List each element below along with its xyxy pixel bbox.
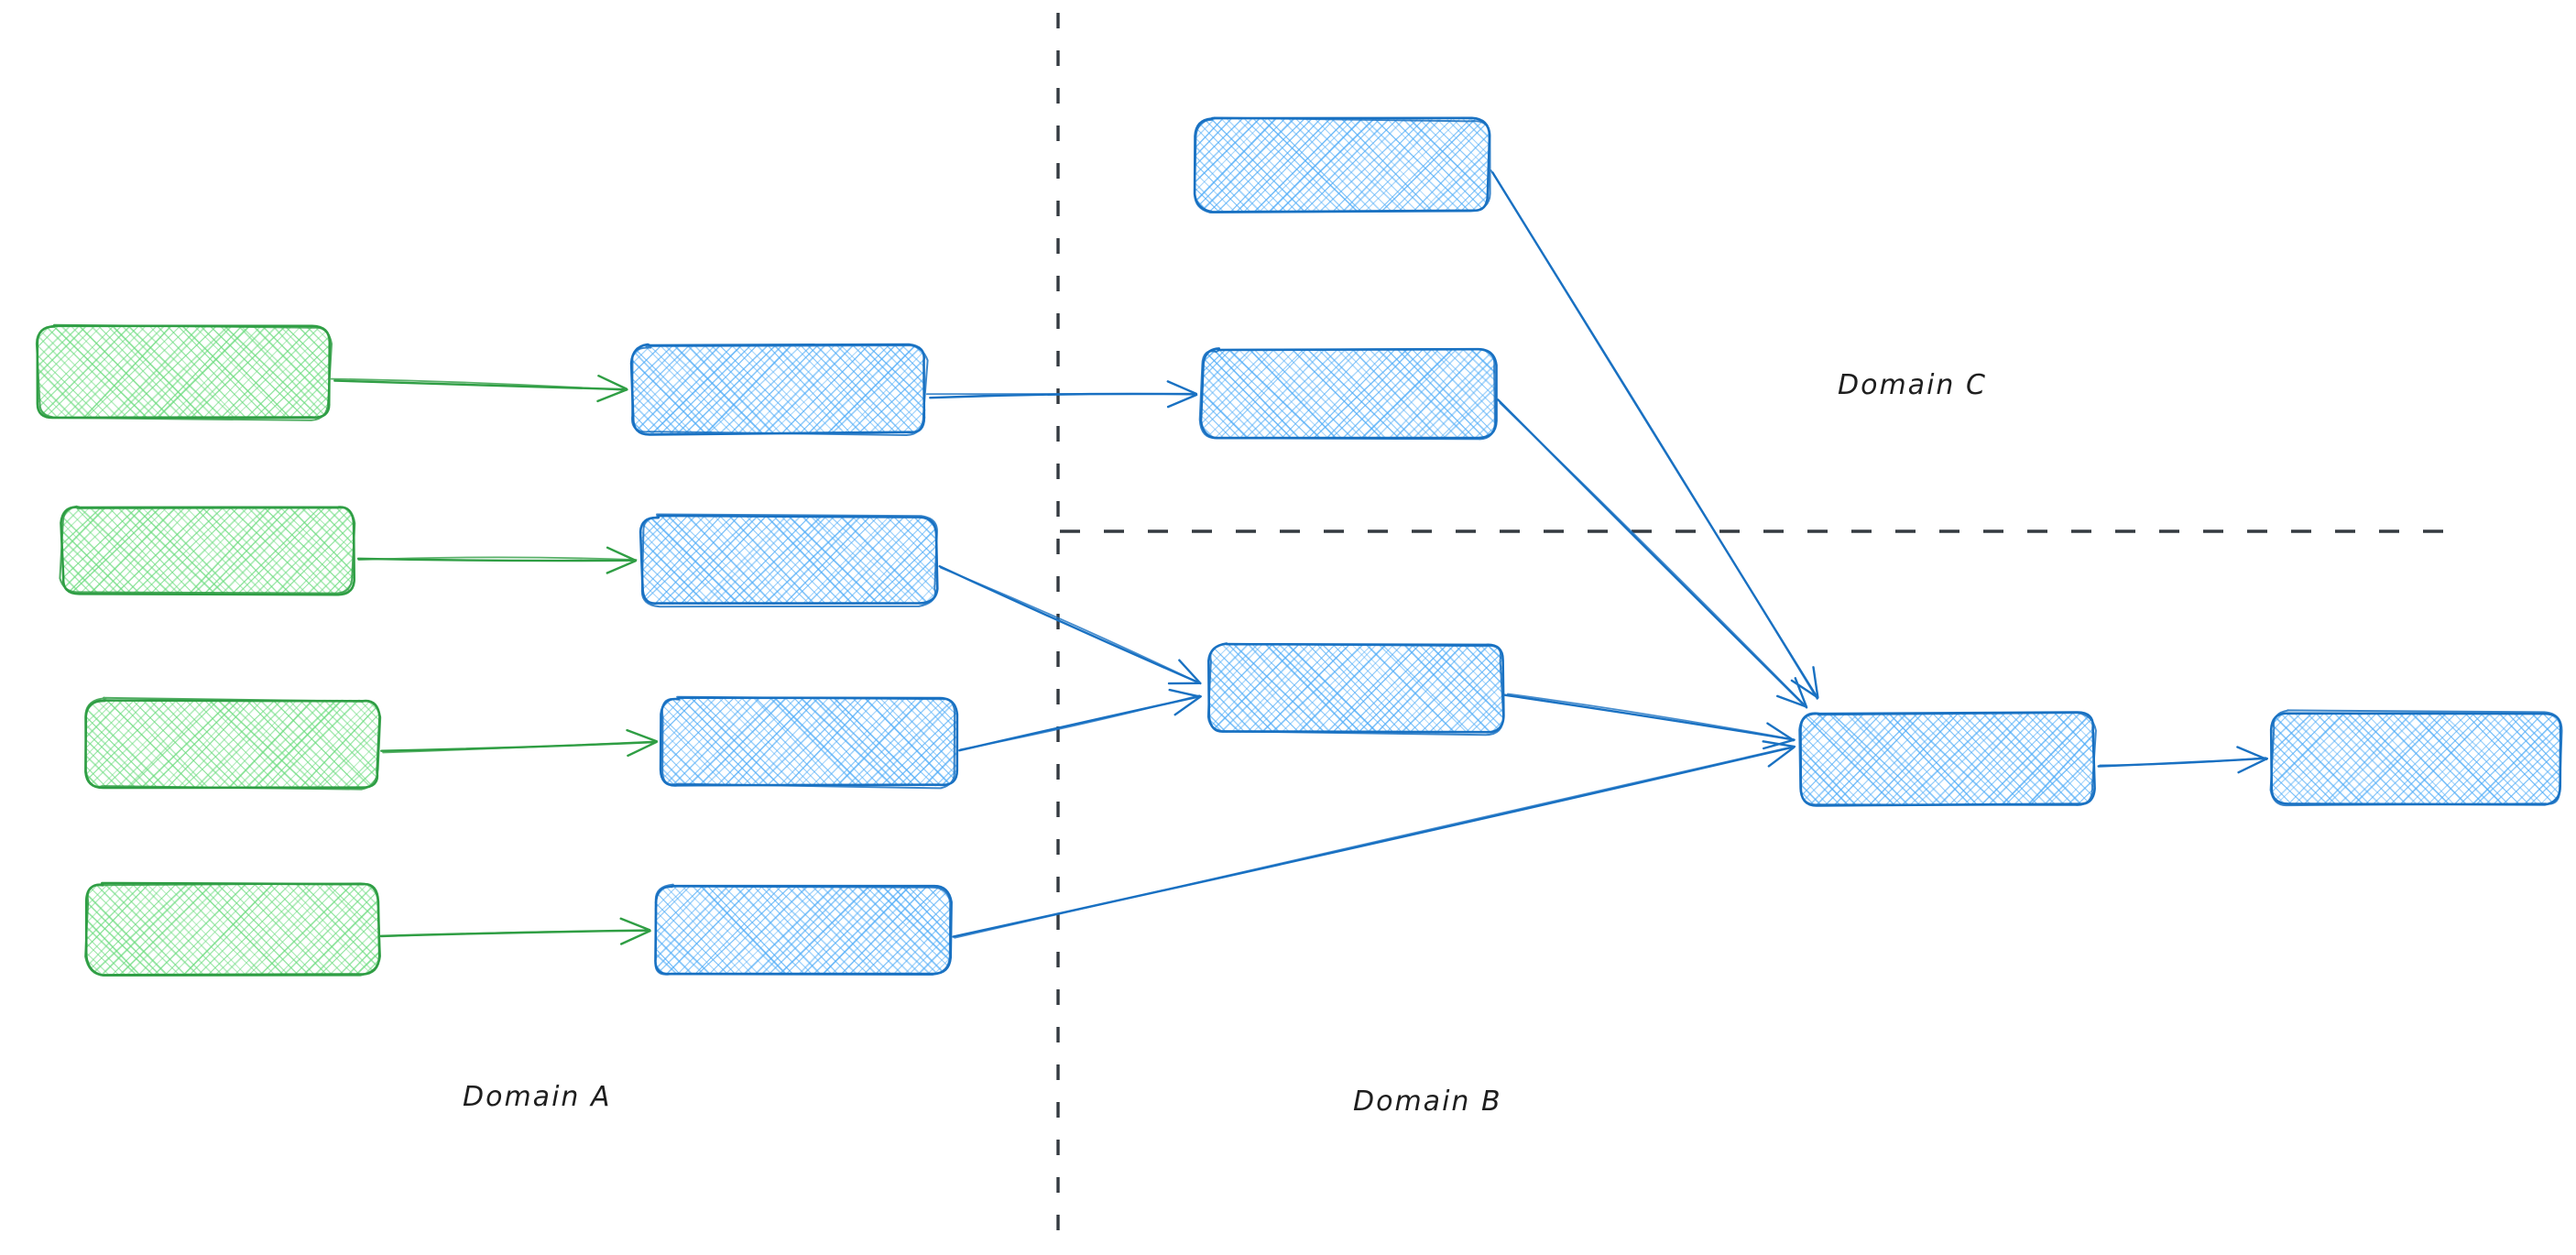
node-a3[interactable]: [0, 695, 553, 792]
node-c2-hatch-fill: [1202, 349, 1496, 439]
edge-c3-to-d1-shaft: [1503, 693, 1795, 741]
edge-c3-to-d1: [1503, 693, 1796, 750]
edge-c3-to-d1-head-a: [1763, 738, 1796, 750]
edge-a4-to-b4-head-a: [620, 930, 651, 945]
edge-c3-to-d1-shaft-2: [1507, 693, 1796, 741]
node-b4-outline-2: [654, 883, 952, 976]
node-b3-hatch-fill: [660, 697, 956, 787]
node-b4-hatch-fill: [654, 887, 951, 975]
node-b4[interactable]: [567, 882, 1132, 979]
node-c1[interactable]: [1102, 115, 1671, 215]
domain-a-label: Domain A: [463, 1081, 612, 1113]
edge-b1-to-c2-head-a: [1166, 393, 1198, 409]
edge-d1-to-e1-head-b: [2236, 746, 2268, 760]
node-e1-hatch-fill: [2271, 712, 2561, 805]
node-c1-outline-2: [1194, 116, 1491, 213]
edge-b1-to-c2: [925, 380, 1198, 409]
domain-c-label: Domain C: [1838, 369, 1987, 401]
domain-b-label: Domain B: [1353, 1086, 1502, 1118]
node-a2-outline-2: [59, 505, 356, 595]
edge-b2-to-c3: [938, 565, 1202, 685]
node-b2-outline: [639, 514, 939, 605]
edge-c2-to-d1-head-a: [1776, 694, 1807, 708]
edge-b3-to-c3-head-b: [1168, 688, 1202, 698]
edge-b1-to-c2-head-b: [1166, 380, 1197, 395]
node-c2[interactable]: [1113, 345, 1670, 442]
node-b3[interactable]: [574, 693, 1139, 791]
edge-d1-to-e1: [2097, 746, 2268, 774]
edge-b2-to-c3-head-b: [1178, 659, 1201, 684]
edge-c1-to-d1-head-b: [1812, 666, 1819, 699]
edge-a2-to-b2-shaft-2: [357, 556, 638, 562]
edge-b2-to-c3-shaft-2: [940, 566, 1202, 685]
node-a2[interactable]: [0, 502, 529, 599]
edge-a4-to-b4: [379, 917, 651, 945]
edge-a1-to-b1-head-b: [597, 375, 628, 390]
node-b1-outline-2: [630, 344, 929, 436]
node-c3-outline-2: [1206, 642, 1505, 737]
edge-a2-to-b2-head-b: [606, 546, 637, 562]
node-c1-hatch-fill: [1195, 118, 1490, 212]
node-b1[interactable]: [542, 341, 1099, 438]
node-a1-hatch-fill: [38, 326, 331, 420]
edge-a4-to-b4-shaft-2: [380, 930, 651, 938]
edge-a3-to-b3-head-b: [626, 728, 658, 743]
node-a4-outline-2: [84, 882, 381, 977]
node-e1-outline-2: [2269, 709, 2563, 807]
edge-a1-to-b1: [330, 375, 628, 403]
edge-a3-to-b3: [380, 728, 658, 758]
edge-a4-to-b4-head-b: [619, 917, 651, 932]
edge-c1-to-d1-head-a: [1790, 679, 1819, 699]
edge-b4-to-d1-shaft-2: [954, 746, 1794, 939]
node-d1-outline-2: [1798, 712, 2097, 806]
edge-b3-to-c3: [958, 688, 1202, 752]
edge-b4-to-d1: [952, 740, 1796, 939]
edge-a3-to-b3-head-a: [627, 740, 658, 758]
edge-c1-to-d1-shaft-2: [1490, 169, 1818, 700]
edge-a3-to-b3-shaft-2: [382, 740, 658, 754]
node-a1-outline-2: [35, 323, 333, 421]
node-b2-outline-2: [640, 513, 938, 608]
node-b3-outline-2: [660, 695, 956, 790]
node-a2-hatch-fill: [61, 507, 354, 595]
edge-a1-to-b1-head-a: [596, 388, 628, 403]
edge-a2-to-b2-head-a: [606, 560, 637, 574]
edge-c2-to-d1: [1497, 398, 1808, 709]
node-c3[interactable]: [1120, 640, 1675, 737]
node-e1[interactable]: [2178, 708, 2576, 809]
edge-a1-to-b1-shaft-2: [330, 377, 628, 391]
node-a4-hatch-fill: [86, 884, 379, 974]
edge-d1-to-e1-head-a: [2237, 757, 2268, 774]
node-c2-outline-2: [1198, 348, 1496, 441]
node-a1[interactable]: [0, 322, 516, 423]
edge-b3-to-c3-head-a: [1173, 695, 1202, 716]
node-d1[interactable]: [1708, 708, 2277, 809]
edge-c2-to-d1-shaft-2: [1499, 402, 1807, 707]
edge-d1-to-e1-shaft-2: [2099, 757, 2266, 767]
edge-c2-to-d1-head-b: [1794, 677, 1808, 708]
edge-b1-to-c2-shaft-2: [925, 392, 1197, 396]
edge-a2-to-b2: [356, 546, 638, 574]
node-d1-hatch-fill: [1800, 712, 2095, 805]
node-b2[interactable]: [552, 512, 1118, 609]
node-b2-hatch-fill: [640, 516, 937, 605]
edge-c1-to-d1: [1490, 169, 1819, 700]
node-c3-hatch-fill: [1208, 644, 1503, 734]
edge-c3-to-d1-head-b: [1766, 722, 1795, 742]
node-a3-outline-2: [84, 696, 382, 791]
node-a4[interactable]: [0, 879, 562, 978]
node-a3-hatch-fill: [86, 699, 379, 788]
node-b1-hatch-fill: [631, 344, 926, 434]
edge-b4-to-d1-head-a: [1767, 746, 1796, 768]
edge-b3-to-c3-shaft-2: [959, 694, 1201, 751]
